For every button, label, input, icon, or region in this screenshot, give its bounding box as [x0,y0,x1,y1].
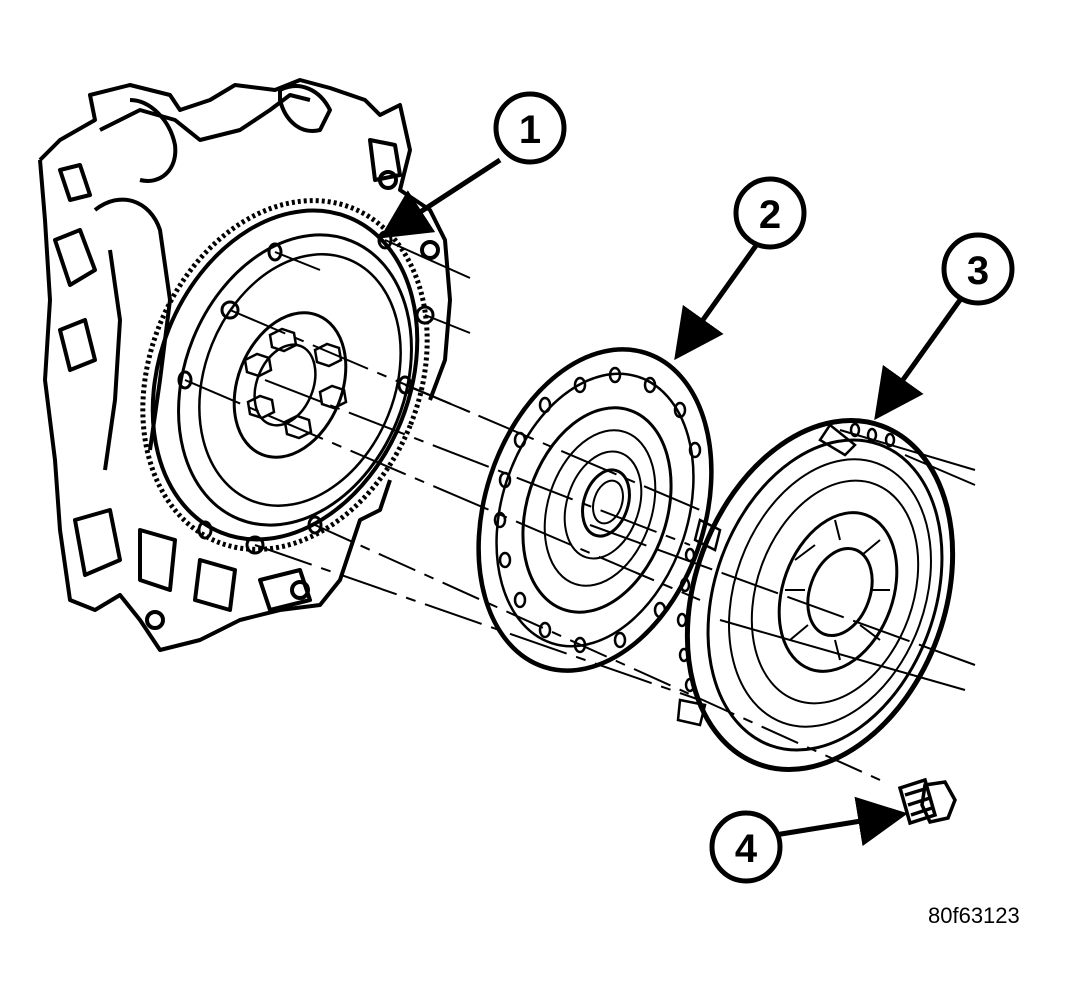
pressure-plate [676,418,956,772]
svg-text:1: 1 [519,108,541,152]
svg-text:4: 4 [735,827,758,871]
pressure-plate-holes [676,422,896,693]
clutch-disc [476,347,714,673]
flywheel [140,198,435,555]
callout-arrows [379,157,963,847]
arrow-4 [774,796,908,847]
arrow-2 [674,238,763,361]
clutch-disc-rivets [493,366,702,654]
engine-block [38,78,452,652]
arrow-1 [379,157,502,239]
svg-text:3: 3 [967,249,989,293]
arrow-3 [874,298,963,421]
figure-id: 80f63123 [928,903,1020,928]
crank-bolts [243,327,348,440]
diaphragm-fingers [785,519,890,661]
callout-3: 3 [941,232,1015,306]
callout-2: 2 [733,176,807,250]
svg-text:2: 2 [759,193,781,237]
callout-1: 1 [493,91,567,165]
flywheel-dowels [177,230,435,555]
callout-4: 4 [709,810,783,884]
alignment-lines [184,239,976,781]
bolt [897,777,957,826]
